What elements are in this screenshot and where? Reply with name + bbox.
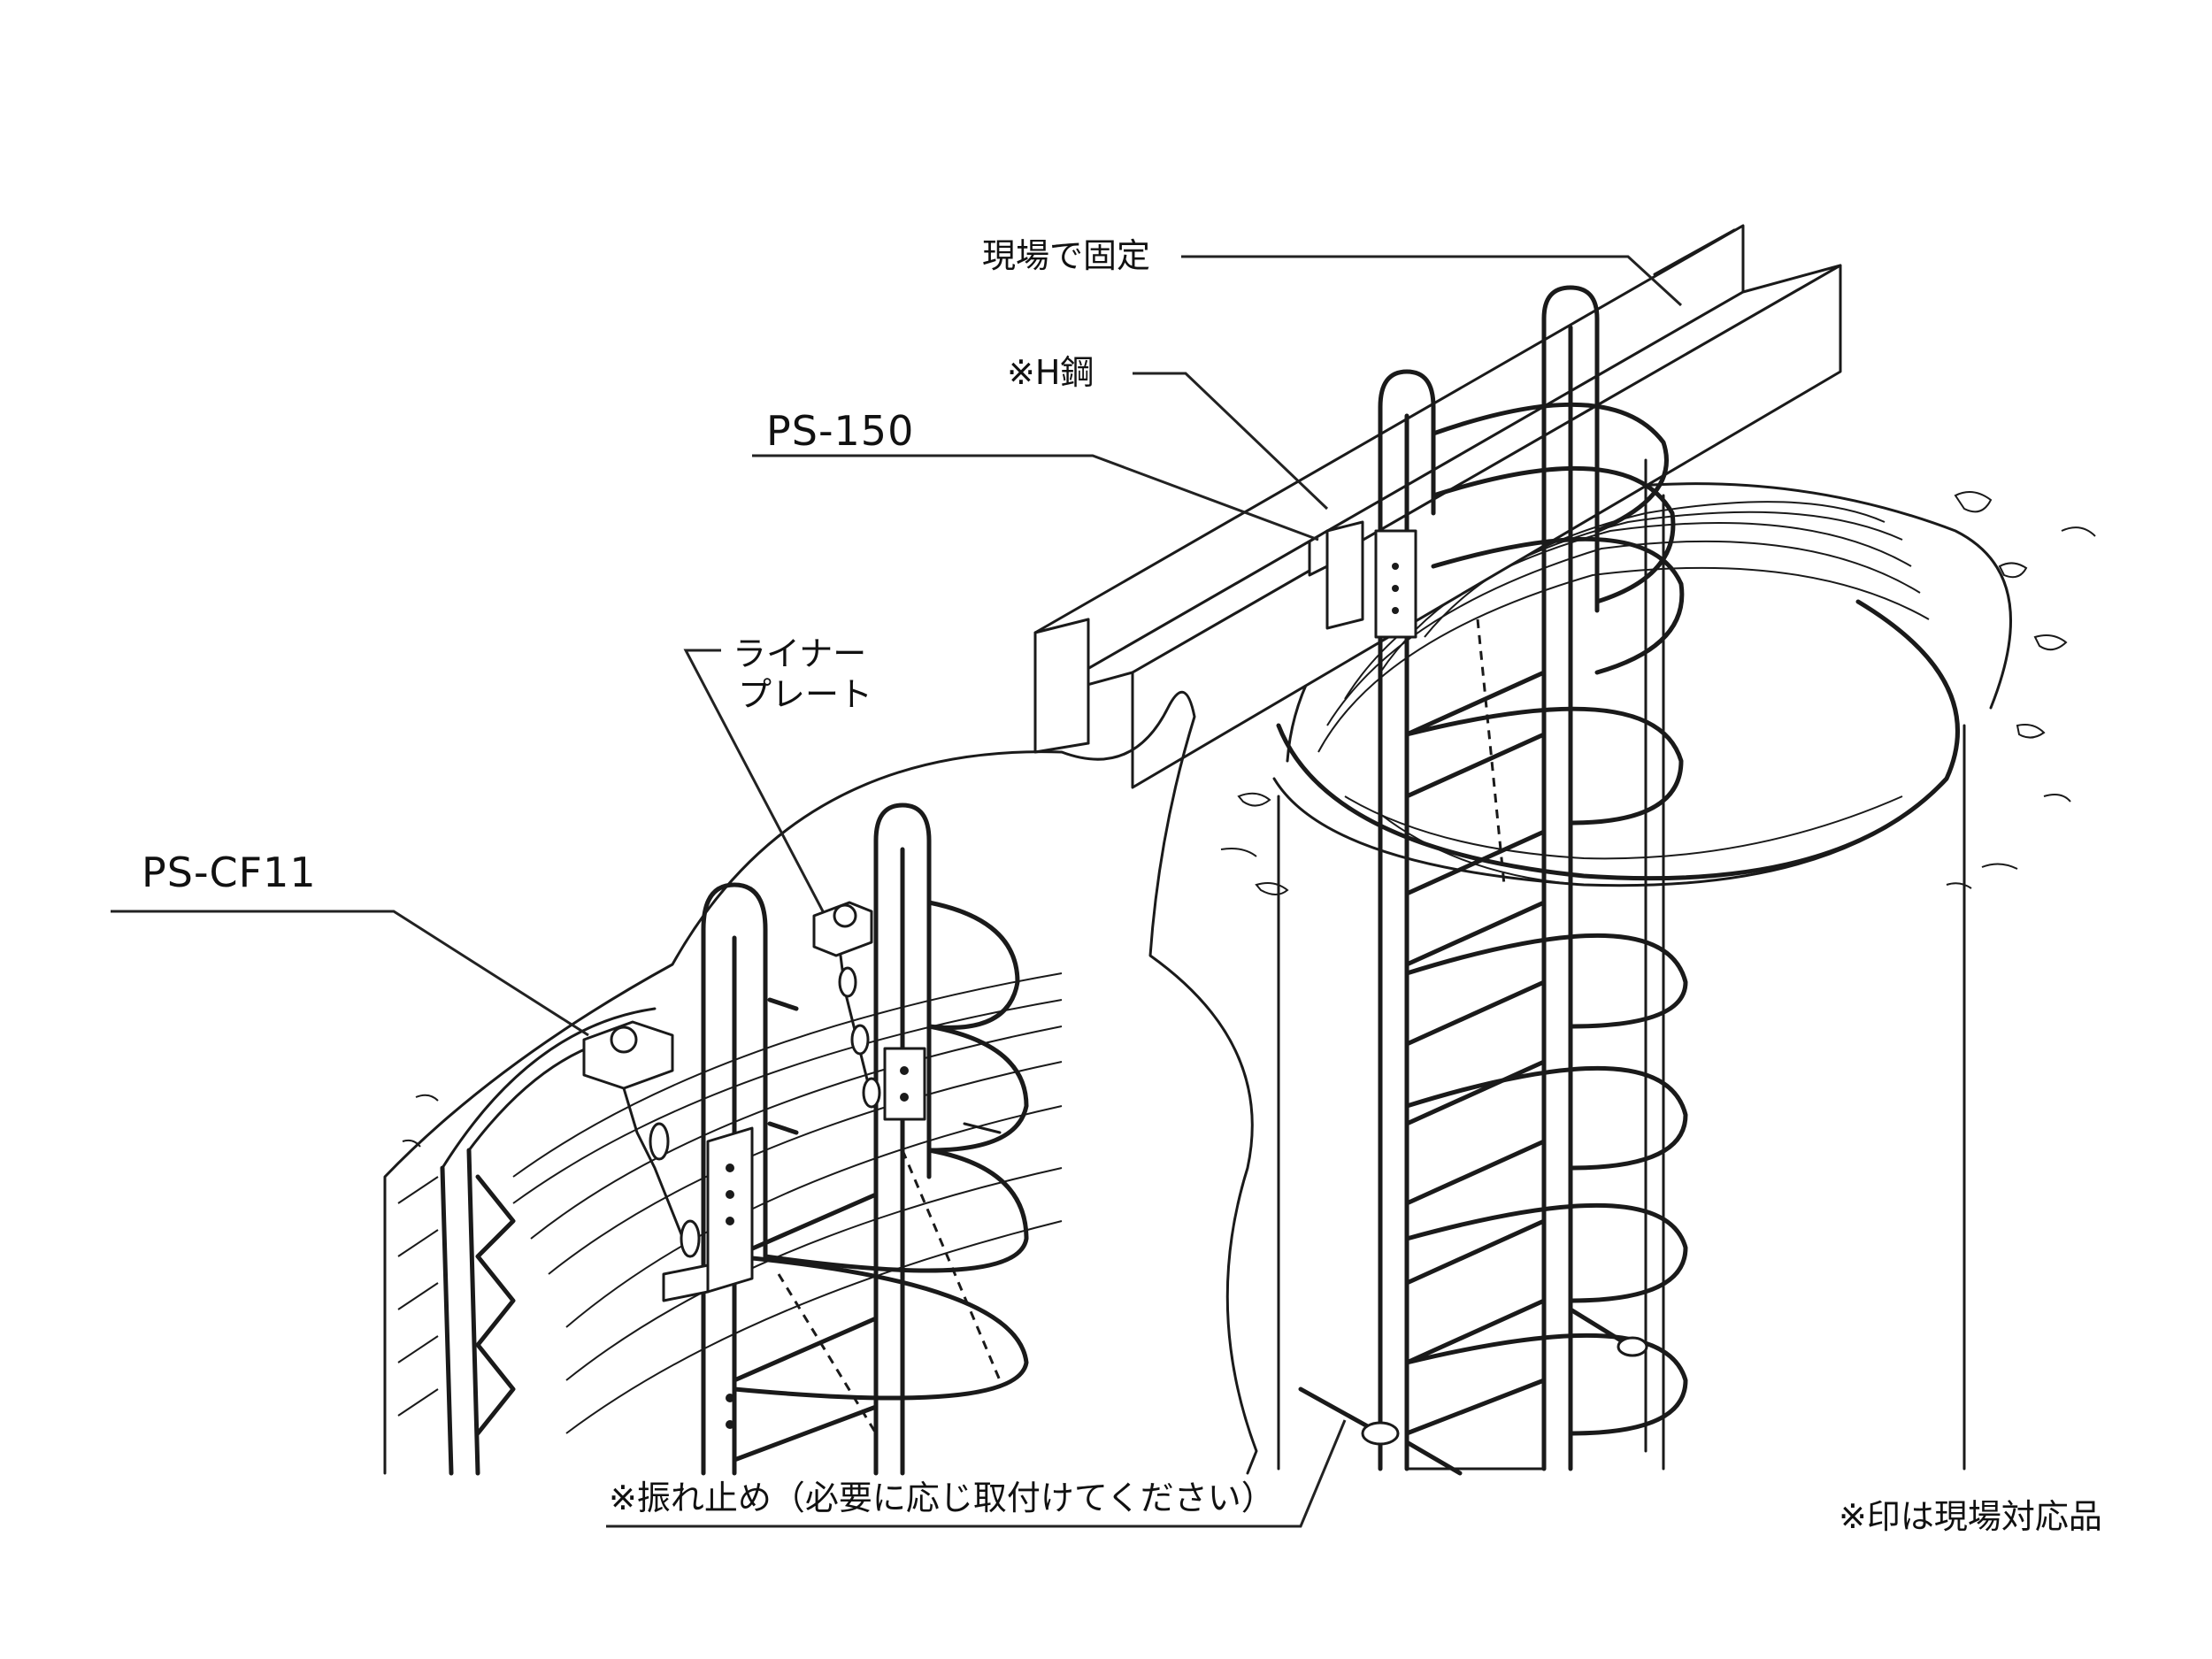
safety-cage-right xyxy=(1404,402,1688,1471)
ground-ring xyxy=(1276,599,1960,881)
sway-stop-bars xyxy=(1298,1307,1648,1476)
liner-plate-wall xyxy=(397,972,1063,1476)
pscf11-bracket xyxy=(582,1020,701,1258)
label-ps150: PS-150 xyxy=(766,407,914,455)
label-pscf11: PS-CF11 xyxy=(142,849,317,896)
liner-bracket-chain xyxy=(812,901,926,1121)
shaft-wall xyxy=(1220,482,2096,1471)
leader-sway-stop xyxy=(606,1419,1347,1528)
right-assembly xyxy=(1033,224,2096,1476)
ladder-rungs-left xyxy=(732,997,879,1463)
label-h-steel: ※H鋼 xyxy=(1007,353,1094,392)
left-detail xyxy=(383,690,1258,1476)
rail-brace-plate xyxy=(662,1126,754,1429)
detail-callout-outline xyxy=(383,690,1258,1475)
leader-liner-plate xyxy=(683,649,825,912)
labels: 現場で固定 ※H鋼 PS-150 ライナー プレート PS-CF11 ※振れ止め… xyxy=(142,236,2102,1536)
ps150-bracket xyxy=(1308,520,1417,639)
label-fix-on-site: 現場で固定 xyxy=(982,236,1150,275)
label-site-note: ※印は現場対応品 xyxy=(1839,1497,2102,1536)
leader-h-steel xyxy=(1133,372,1329,511)
safety-cage-left xyxy=(732,900,1029,1434)
label-liner-plate-line1: ライナー xyxy=(733,634,866,673)
leader-lines xyxy=(111,255,1683,1528)
label-sway-stop: ※振れ止め（必要に応じ取付けてください） xyxy=(609,1479,1275,1517)
leader-ps150 xyxy=(752,454,1319,541)
ladder-rails-left xyxy=(701,803,932,1476)
ladder-rungs-right xyxy=(1404,670,1547,1436)
leader-pscf11 xyxy=(111,910,589,1037)
label-liner-plate-line2: プレート xyxy=(738,675,872,714)
leader-fix-on-site xyxy=(1181,255,1683,307)
h-steel-beam xyxy=(1033,224,1842,789)
